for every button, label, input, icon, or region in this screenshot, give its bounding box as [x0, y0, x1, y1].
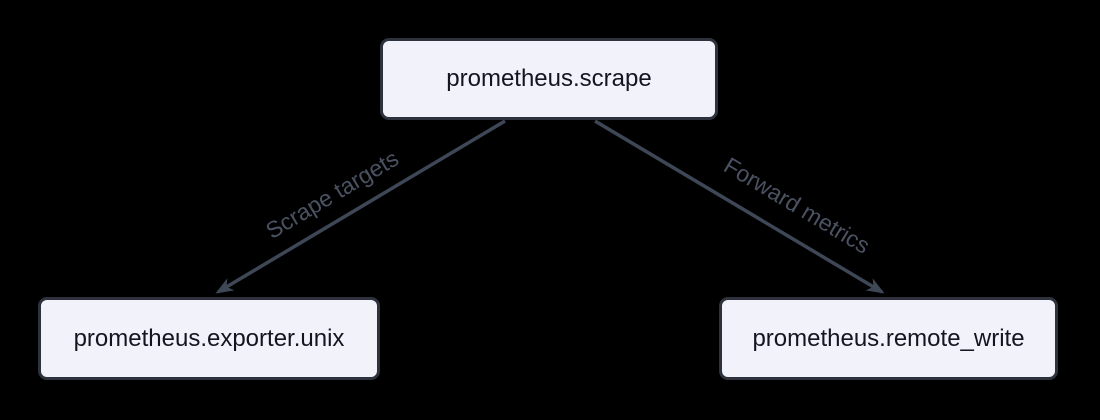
edge-scrape-to-remote-write: [594, 119, 885, 294]
node-prometheus-scrape-label: prometheus.scrape: [446, 65, 652, 92]
node-prometheus-remote-write: prometheus.remote_write: [719, 297, 1058, 380]
node-prometheus-exporter-unix-label: prometheus.exporter.unix: [73, 324, 345, 352]
edge-scrape-to-exporter: [215, 119, 506, 294]
node-prometheus-scrape: prometheus.scrape: [380, 38, 718, 120]
node-prometheus-remote-write-label: prometheus.remote_write: [752, 324, 1025, 352]
node-prometheus-exporter-unix: prometheus.exporter.unix: [38, 297, 380, 380]
